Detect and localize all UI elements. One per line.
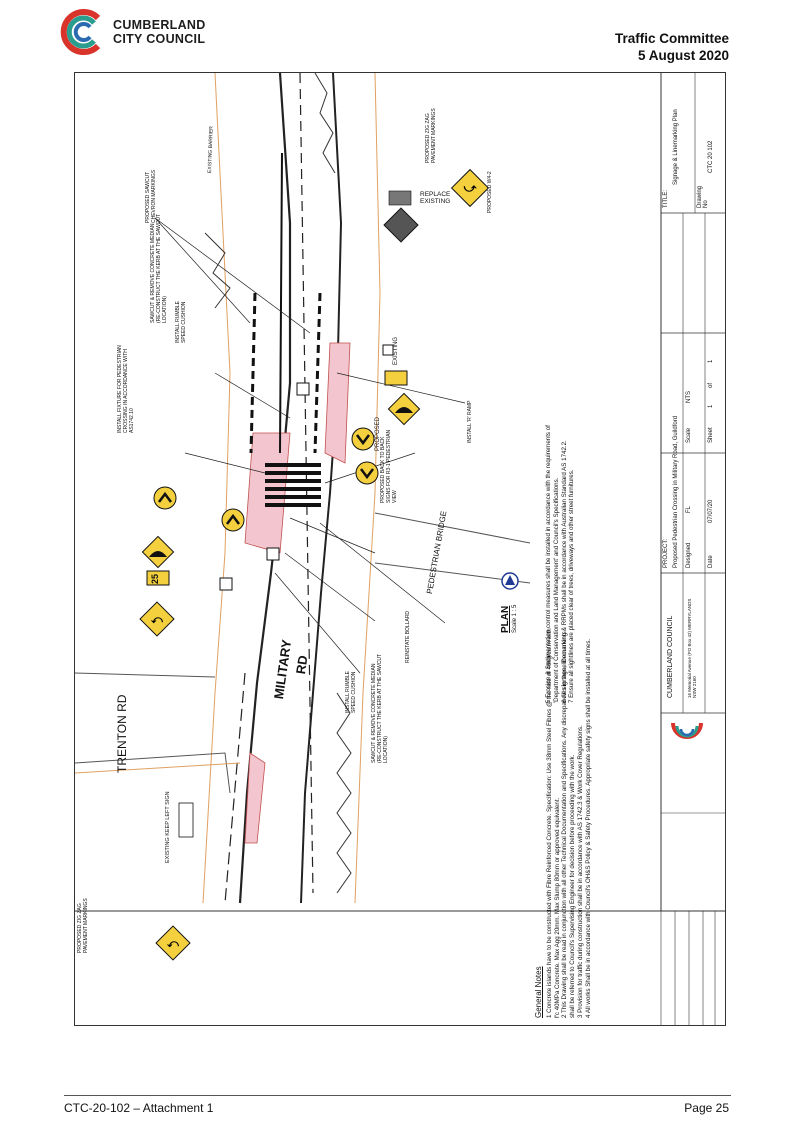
council-name-line2: CITY COUNCIL <box>113 32 206 46</box>
road-label-bridge: PEDESTRIAN BRIDGE <box>425 510 449 595</box>
sign-r3-1-right <box>355 461 379 485</box>
title-block-of: of <box>708 382 714 388</box>
title-block-drawing: CTC 20 102 <box>708 140 714 173</box>
council-logo <box>54 6 214 58</box>
annotation-install-fixture: INSTALL FIXTURE FOR PEDESTRIAN CROSSING … <box>117 345 135 433</box>
title-block-date: 07/07/20 <box>708 499 714 523</box>
note-item: 3 Provision for traffic during construct… <box>576 725 584 1018</box>
title-block-logo-icon <box>671 722 703 739</box>
title-block-designed: FL <box>686 505 692 513</box>
plan-scale: Scale 1 : 5 <box>512 604 518 633</box>
sign-pedestrian-chevron-right <box>351 427 375 451</box>
title-block-project: Proposed Pedestrian Crossing in Military… <box>673 415 679 568</box>
replace-existing-label: REPLACE EXISTING <box>420 191 451 205</box>
page-header: Traffic Committee 5 August 2020 <box>615 30 729 64</box>
note-item: 7 Ensure all sightlines are placed clear… <box>568 469 576 703</box>
council-name: CUMBERLAND CITY COUNCIL <box>113 18 206 46</box>
council-name-line1: CUMBERLAND <box>113 18 206 32</box>
note-item: 5 Erosion & Sedimentation control measur… <box>545 425 560 703</box>
plan-drawing: ⤻ ⤺ ⤺ <box>74 72 725 1025</box>
title-block-title: Signage & Linemarking Plan <box>673 109 679 185</box>
svg-text:⤻: ⤻ <box>464 181 478 195</box>
existing-keep-left-label: EXISTING KEEP LEFT SIGN <box>165 791 171 863</box>
committee-date: 5 August 2020 <box>637 48 729 63</box>
annotation-sawcut-bottom: SAWCUT & REMOVE CONCRETE MEDIAN (RE-CONS… <box>371 654 389 763</box>
annotation-existing-barrier: EXISTING BARRIER <box>207 126 215 174</box>
committee-title: Traffic Committee <box>614 31 729 46</box>
drawing-text-layer: MILITARY RD TRENTON RD PEDESTRIAN BRIDGE… <box>75 73 725 1025</box>
footer-divider <box>64 1095 731 1096</box>
sign-speed-hump <box>387 392 421 426</box>
svg-text:⤺: ⤺ <box>167 938 179 950</box>
sign-w4-2-bottom: ⤺ <box>155 925 191 961</box>
annotation-proposed: PROPOSED <box>375 416 381 451</box>
footer-page-number: Page 25 <box>684 1101 729 1115</box>
sign-replace-existing <box>383 190 419 243</box>
title-block-sheet-label: Sheet <box>708 427 714 443</box>
annotation-reinstate-bollard: REINSTATE BOLLARD <box>405 610 411 663</box>
sign-r3-1-left <box>153 486 177 510</box>
annotation-rumble-top: INSTALL RUMBLE SPEED CUSHION <box>175 301 187 343</box>
footer-attachment: CTC-20-102 – Attachment 1 <box>64 1101 214 1115</box>
sign-speed-hump-left <box>141 535 175 569</box>
title-block-title-label: TITLE: <box>663 189 669 208</box>
title-block-project-label: PROJECT: <box>663 538 669 568</box>
title-block-drawing-label: Drawing No <box>697 185 709 208</box>
sign-w4-2-left: ⤺ <box>139 601 175 637</box>
annotation-zigzag-bottom: PROPOSED ZIG ZAG PAVEMENT MARKINGS <box>77 898 89 953</box>
annotation-proposed-w4-2: PROPOSED W4-2 <box>487 171 493 213</box>
drawing-sheet: ⤻ ⤺ ⤺ <box>74 72 726 1026</box>
road-label-trenton: TRENTON RD <box>115 694 129 773</box>
note-item: 4 All works Shall be in accordance with … <box>584 638 592 1018</box>
annotation-rumble-bottom: INSTALL RUMBLE SPEED CUSHION <box>345 671 357 713</box>
annotation-zigzag-top: PROPOSED ZIG ZAG PAVEMENT MARKINGS <box>425 108 437 163</box>
sign-25-plate-top <box>384 370 408 386</box>
title-block-address: 16 Memorial Avenue (PO Box 42) MERRYLAND… <box>687 598 697 698</box>
annotation-r-ramp: INSTALL 'R' RAMP <box>467 400 473 443</box>
north-arrow-icon <box>501 572 519 590</box>
annotation-sawcut-top: SAWCUT & REMOVE CONCRETE MEDIAN (RE-CONS… <box>150 214 168 323</box>
title-block-date-label: Date <box>708 555 714 568</box>
sign-pedestrian-chevron-left <box>221 508 245 532</box>
sign-25-plate-left <box>146 570 170 586</box>
svg-text:⤺: ⤺ <box>151 614 163 626</box>
title-block-scale-label: Scale <box>686 427 692 443</box>
title-block-council: CUMBERLAND COUNCIL <box>667 615 674 698</box>
sign-w4-2-top: ⤻ <box>450 168 490 208</box>
title-block-sheets: 1 <box>708 359 714 363</box>
road-label-rd: RD <box>293 654 311 676</box>
road-label-military: MILITARY <box>271 638 295 701</box>
annotation-back-to-back: PROPOSED BACK TO BACK SIGNS FOR R3-1 PED… <box>380 429 398 503</box>
council-logo-icon <box>60 9 101 55</box>
plan-title: PLAN <box>500 605 511 633</box>
annotation-existing: EXISTING <box>393 336 399 365</box>
title-block-scale: NTS <box>686 391 692 403</box>
note-item: 6 All signage, linemarking & RRPMs shall… <box>560 440 568 703</box>
title-block-designed-label: Designed <box>686 542 692 568</box>
pedestrian-crossing-stripes <box>265 463 321 507</box>
title-block-sheet: 1 <box>708 404 714 408</box>
sign-25-label: 25 <box>150 573 160 584</box>
general-notes-cont: 5 Erosion & Sedimentation control measur… <box>545 393 576 703</box>
general-notes-heading: General Notes <box>534 966 543 1018</box>
